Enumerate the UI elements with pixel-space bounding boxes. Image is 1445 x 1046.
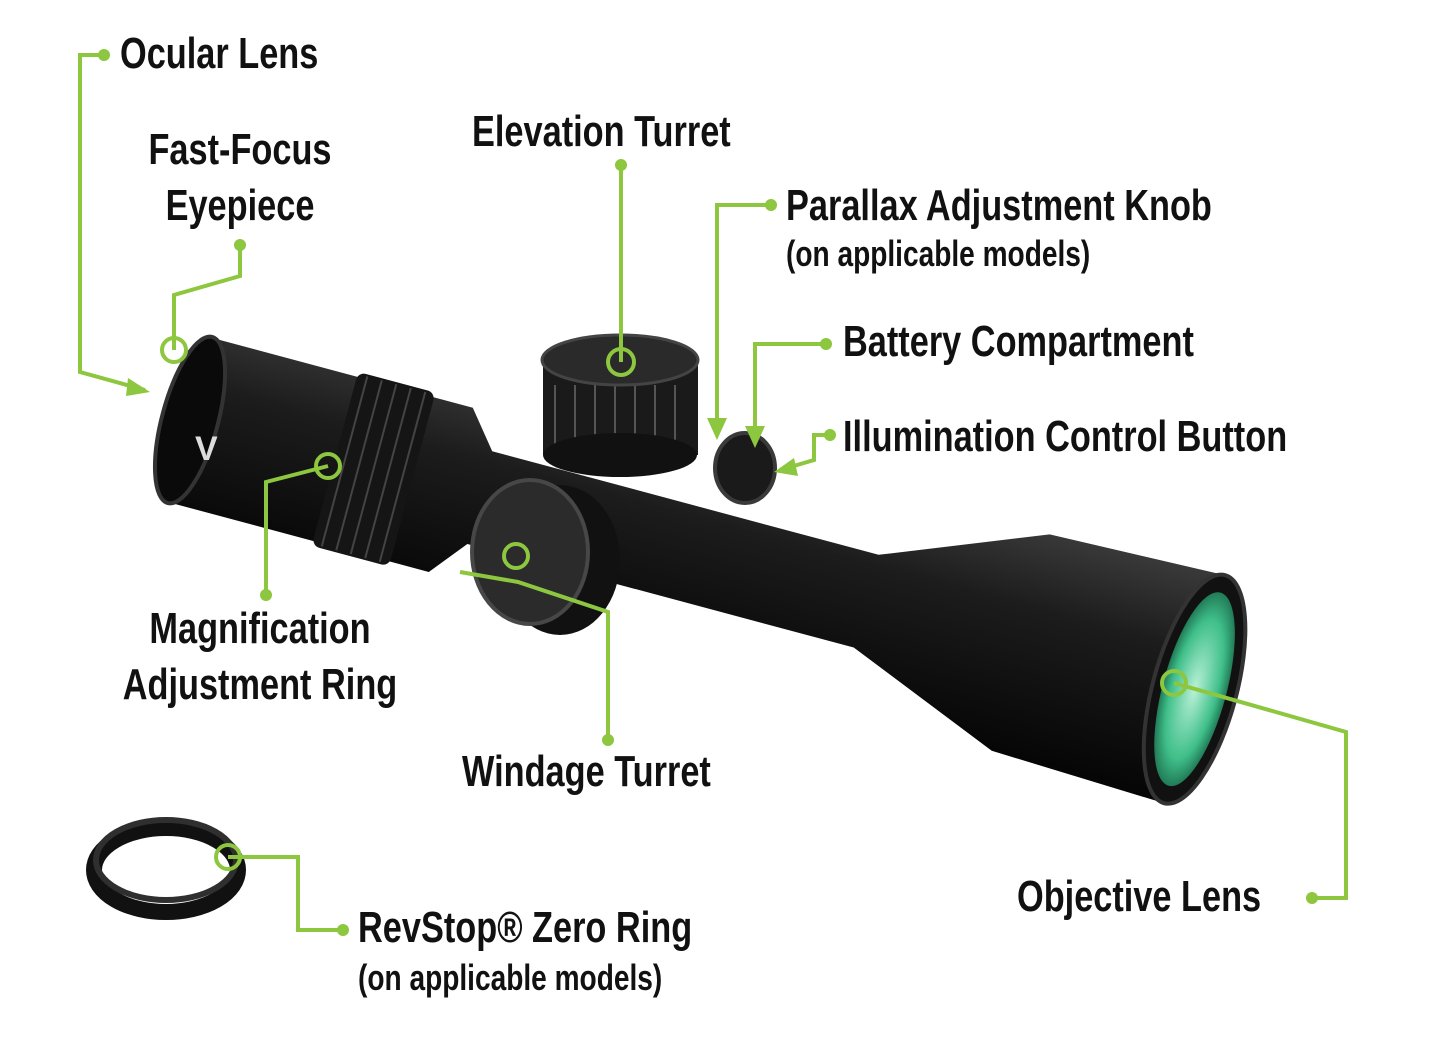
label-battery-compartment: Battery Compartment <box>843 317 1194 366</box>
label-line: Fast-Focus <box>148 125 332 174</box>
arrowheads <box>126 378 798 476</box>
label-ocular-lens: Ocular Lens <box>120 29 319 78</box>
label-magnification-ring: Magnification Adjustment Ring <box>104 605 416 709</box>
target-rings <box>160 336 1188 871</box>
brand-logo: V <box>195 430 218 468</box>
label-parallax: Parallax Adjustment Knob (on applicable … <box>786 182 1212 274</box>
label-line: Parallax Adjustment Knob <box>786 181 1212 230</box>
label-elevation-turret: Elevation Turret <box>472 107 731 156</box>
windage-turret-graphic <box>470 478 620 635</box>
revstop-ring-graphic <box>86 817 246 920</box>
label-note: (on applicable models) <box>786 233 1091 274</box>
label-line: RevStop® Zero Ring <box>358 903 693 952</box>
label-fast-focus-eyepiece: Fast-Focus Eyepiece <box>84 126 396 230</box>
ocular-end <box>152 334 228 506</box>
label-illumination-button: Illumination Control Button <box>843 412 1288 461</box>
label-note: (on applicable models) <box>358 957 663 998</box>
label-line: Magnification <box>149 604 371 653</box>
label-line: Adjustment Ring <box>122 660 398 709</box>
leader-lines <box>78 53 1348 932</box>
scope-body <box>152 334 1248 806</box>
label-objective-lens: Objective Lens <box>1017 872 1262 921</box>
label-line: Eyepiece <box>165 181 315 230</box>
label-revstop: RevStop® Zero Ring (on applicable models… <box>358 904 692 998</box>
leader-dots <box>98 49 1318 936</box>
label-windage-turret: Windage Turret <box>462 747 711 796</box>
parallax-knob-graphic <box>713 431 777 505</box>
